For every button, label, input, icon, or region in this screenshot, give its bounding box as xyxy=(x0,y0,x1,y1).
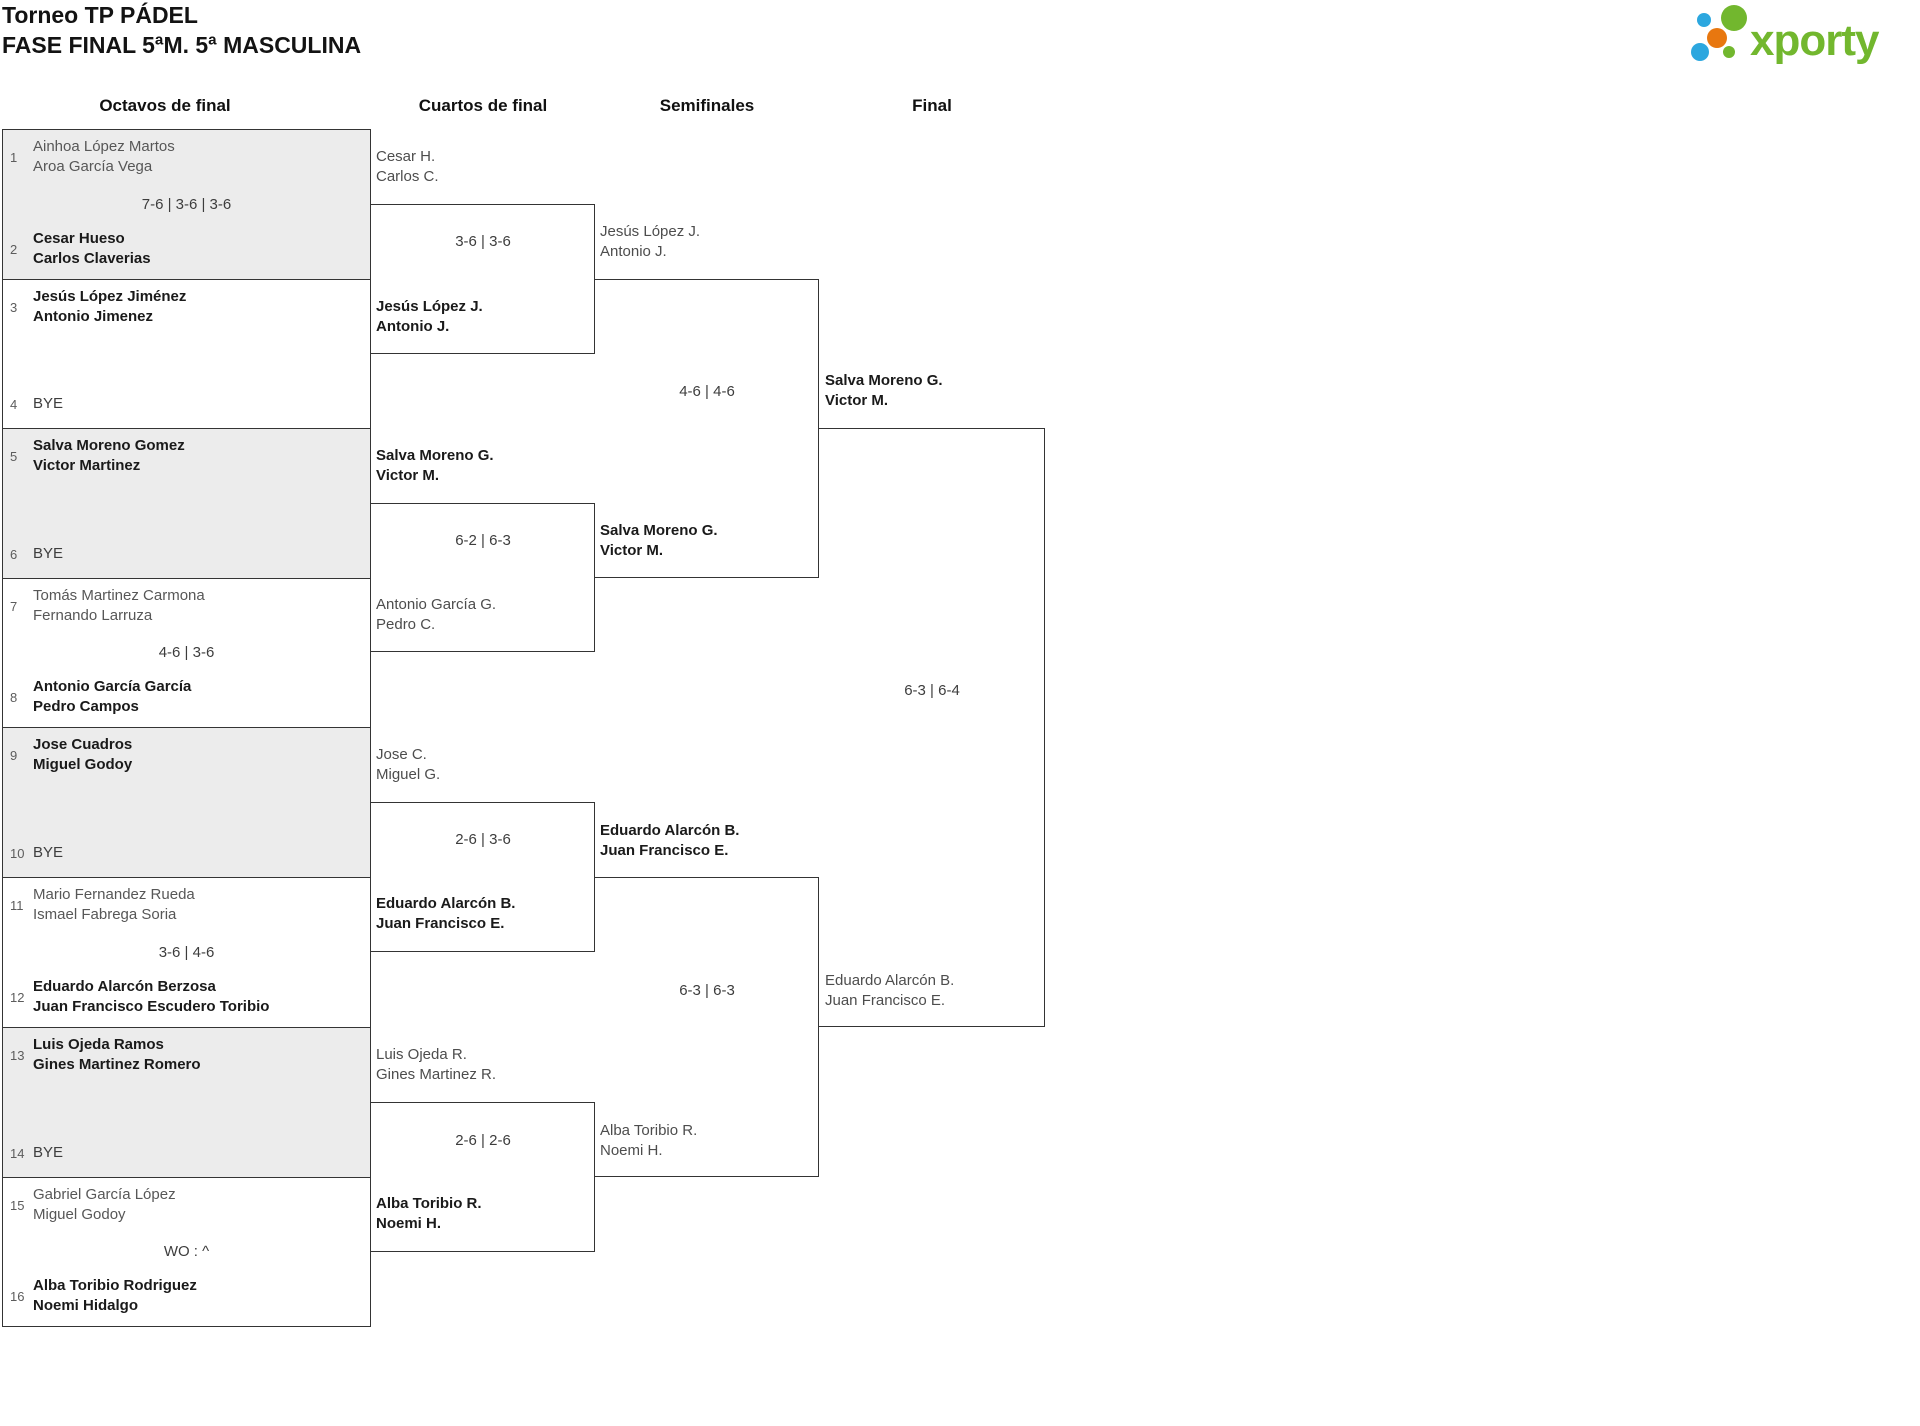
match-score: 3-6 | 4-6 xyxy=(158,943,215,961)
seed-number: 2 xyxy=(10,241,18,257)
match-cuartos-2 xyxy=(371,503,595,652)
round-header-final: Final xyxy=(912,96,952,115)
bracket-entry: 14 BYE xyxy=(8,1143,365,1163)
match-score: 6-2 | 6-3 xyxy=(455,532,511,549)
seed-number: 11 xyxy=(10,897,24,913)
match-cuartos-1 xyxy=(371,204,595,354)
seed-number: 8 xyxy=(10,689,18,705)
tournament-name: Torneo TP PÁDEL xyxy=(2,2,198,28)
seed-number: 6 xyxy=(10,546,18,562)
match-score: WO : ^ xyxy=(163,1243,210,1260)
round-header-octavos: Octavos de final xyxy=(99,96,231,115)
bracket-entry: 10 BYE xyxy=(8,843,365,863)
seed-number: 3 xyxy=(10,299,18,315)
team-name: Alba Toribio R.Noemi H. xyxy=(376,1195,482,1232)
round-header-cuartos: Cuartos de final xyxy=(418,96,548,115)
match-semifinal-1 xyxy=(595,279,819,578)
match-cuartos-3 xyxy=(371,802,595,952)
bye-label: BYE xyxy=(33,844,64,861)
team-name: Luis Ojeda R.Gines Martinez R. xyxy=(376,1046,497,1083)
bye-label: BYE xyxy=(33,395,64,412)
seed-number: 5 xyxy=(10,448,18,464)
match-score: 2-6 | 3-6 xyxy=(455,831,511,848)
seed-number: 14 xyxy=(10,1145,25,1161)
team-name: Alba Toribio R.Noemi H. xyxy=(600,1122,698,1159)
match-score: 2-6 | 2-6 xyxy=(455,1132,511,1149)
bye-label: BYE xyxy=(33,545,64,562)
team-name-champion: Salva Moreno G.Victor M. xyxy=(825,372,943,409)
xporty-logo[interactable]: xporty xyxy=(1688,2,1920,66)
match-cuartos-4 xyxy=(371,1102,595,1252)
team-name: Jesús López J.Antonio J. xyxy=(376,298,483,335)
bye-label: BYE xyxy=(33,1144,64,1161)
bracket-entry: 6 BYE xyxy=(8,544,365,564)
team-name: Jose C.Miguel G. xyxy=(376,746,441,783)
team-name: Salva Moreno G.Victor M. xyxy=(600,522,718,559)
match-score: 6-3 | 6-4 xyxy=(904,682,960,699)
match-score: 4-6 | 4-6 xyxy=(679,383,735,400)
match-score: 7-6 | 3-6 | 3-6 xyxy=(141,195,232,213)
match-score: 6-3 | 6-3 xyxy=(679,982,735,999)
team-name: Antonio García G.Pedro C. xyxy=(376,596,497,633)
seed-number: 1 xyxy=(10,149,18,165)
seed-number: 13 xyxy=(10,1047,25,1063)
seed-number: 12 xyxy=(10,989,25,1005)
seed-number: 9 xyxy=(10,747,18,763)
seed-number: 16 xyxy=(10,1288,25,1304)
match-final xyxy=(819,428,1045,1027)
bracket-entry: 4 BYE xyxy=(8,394,365,414)
seed-number: 7 xyxy=(10,598,18,614)
seed-number: 4 xyxy=(10,396,18,412)
match-score: 4-6 | 3-6 xyxy=(158,644,215,661)
round-header-semifinales: Semifinales xyxy=(659,96,755,115)
team-name: Eduardo Alarcón B.Juan Francisco E. xyxy=(376,895,516,932)
team-name: Eduardo Alarcón B.Juan Francisco E. xyxy=(825,972,955,1009)
seed-number: 10 xyxy=(10,845,25,861)
xporty-logo-icon: xporty xyxy=(1691,5,1881,65)
match-score: 3-6 | 3-6 xyxy=(455,233,511,250)
xporty-logo-text: xporty xyxy=(1750,16,1880,65)
team-name: Salva Moreno G.Victor M. xyxy=(376,447,494,484)
page-title: Torneo TP PÁDEL FASE FINAL 5ªM. 5ª MASCU… xyxy=(2,0,361,60)
team-name: Eduardo Alarcón B.Juan Francisco E. xyxy=(600,822,740,859)
phase-name: FASE FINAL 5ªM. 5ª MASCULINA xyxy=(2,32,362,58)
match-semifinal-2 xyxy=(595,877,819,1177)
team-name: Jesús López J.Antonio J. xyxy=(600,223,701,260)
team-name: Cesar H.Carlos C. xyxy=(376,148,439,185)
seed-number: 15 xyxy=(10,1197,25,1213)
